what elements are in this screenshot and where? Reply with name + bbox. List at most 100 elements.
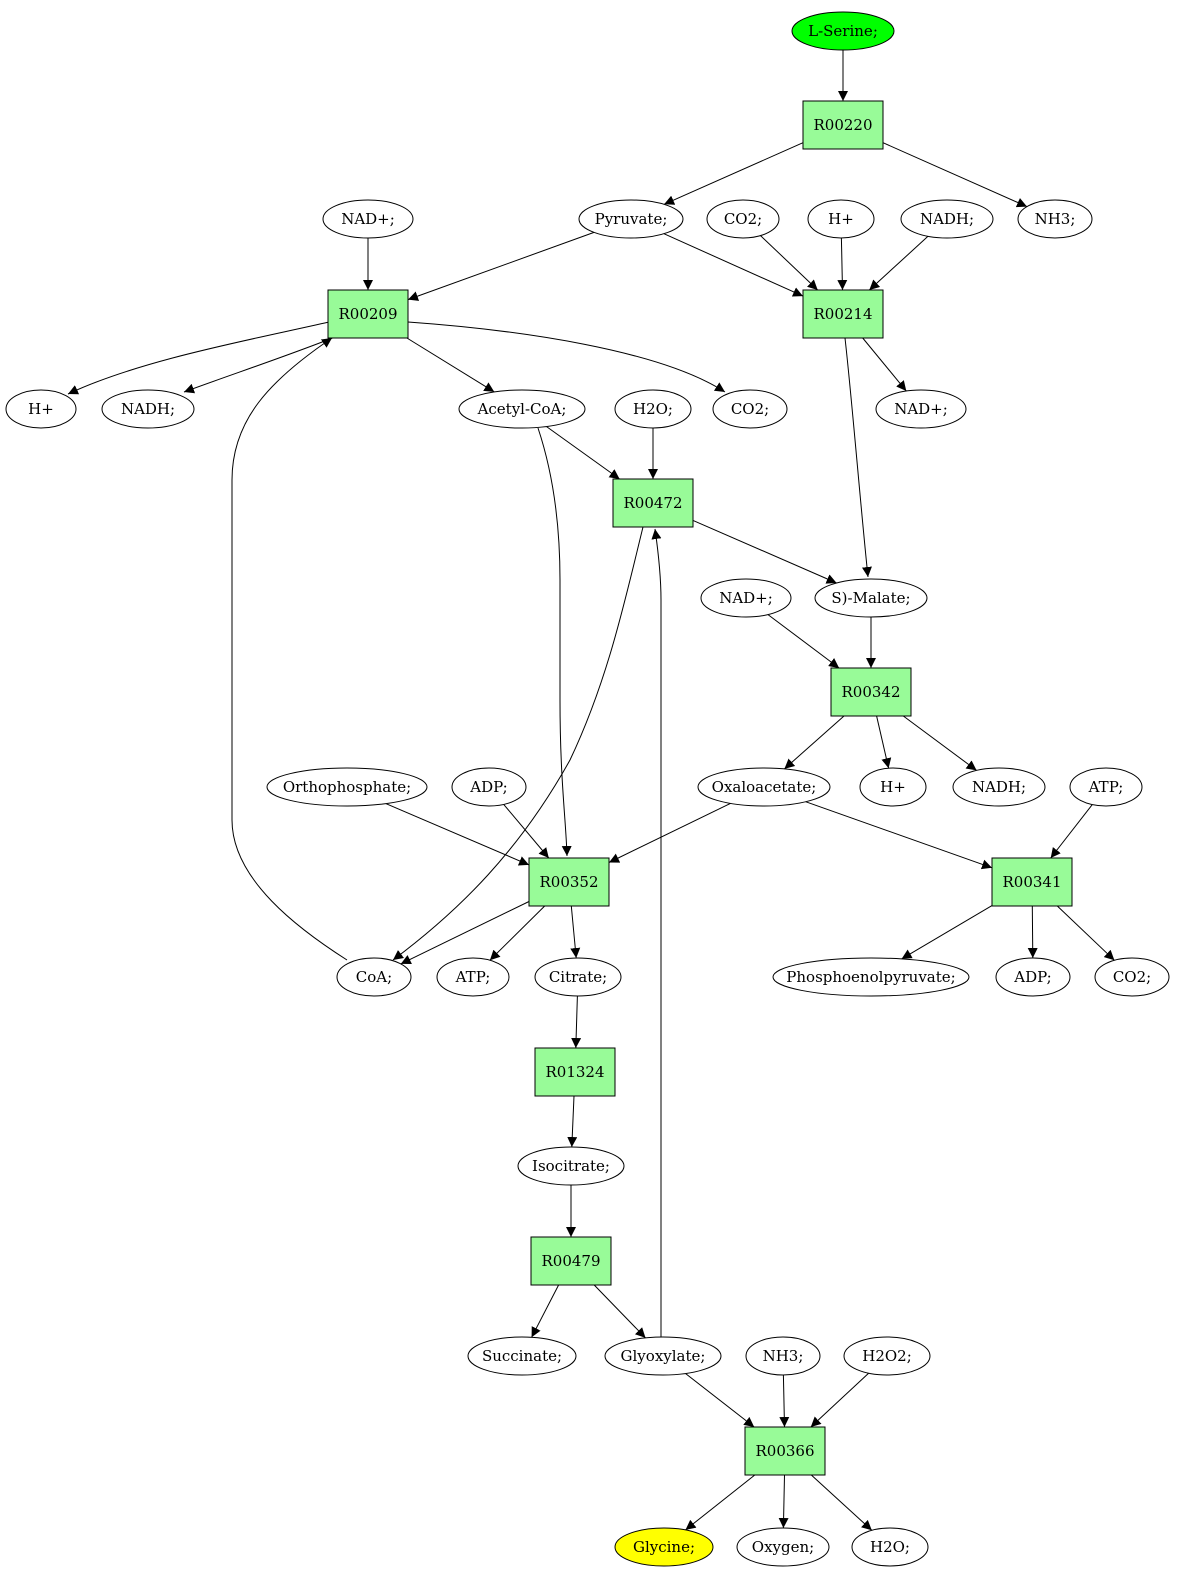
metabolite-ellipse — [700, 578, 792, 618]
node-label: S)-Malate; — [831, 589, 910, 607]
metabolite-node-orthophosphate: Orthophosphate; — [266, 767, 428, 807]
edge-r01324-to-isocitrate — [567, 1095, 578, 1148]
node-label: NAD+; — [894, 400, 948, 418]
edge-r00209-to-acetylcoa — [406, 337, 495, 393]
edge-r00209-to-hplus_b — [67, 321, 330, 395]
metabolite-node-oxaloacetate: Oxaloacetate; — [697, 767, 831, 807]
metabolite-node-isocitrate: Isocitrate; — [517, 1146, 625, 1186]
node-label: NH3; — [1035, 210, 1076, 228]
metabolite-ellipse — [745, 1336, 821, 1376]
metabolite-ellipse — [807, 199, 875, 239]
edges-layer — [67, 50, 1115, 1531]
edge-r00341-to-co2_c — [1056, 905, 1115, 961]
edge-atp_a-to-r00341 — [1050, 804, 1093, 859]
edge-r00472-to-smalate — [692, 519, 837, 584]
edge-r00220-to-pyruvate — [663, 142, 804, 205]
metabolite-node-pep: Phosphoenolpyruvate; — [772, 957, 970, 997]
metabolite-ellipse — [1094, 957, 1170, 997]
node-label: R00209 — [338, 305, 397, 323]
node-label: CoA; — [356, 968, 392, 986]
edge-r00209-to-nadh_b — [183, 336, 336, 394]
node-label: R00342 — [841, 683, 900, 701]
metabolite-ellipse — [697, 767, 831, 807]
node-label: CO2; — [724, 210, 762, 228]
edge-r00341-to-pep — [901, 905, 993, 960]
reaction-node-r00341: R00341 — [991, 857, 1073, 907]
edge-r00352-to-atp_b — [489, 905, 546, 961]
edge-nh3_b-to-r00366 — [779, 1374, 790, 1428]
metabolite-ellipse — [1017, 199, 1093, 239]
reaction-node-r00209: R00209 — [327, 289, 409, 339]
node-label: Pyruvate; — [595, 210, 668, 228]
metabolite-node-nh3_a: NH3; — [1017, 199, 1093, 239]
reaction-box — [744, 1426, 826, 1476]
node-label: Glyoxylate; — [621, 1347, 706, 1365]
node-label: Orthophosphate; — [283, 778, 411, 796]
metabolite-node-glycine: Glycine; — [614, 1527, 714, 1567]
edge-pyruvate-to-r00214 — [663, 233, 804, 297]
metabolite-ellipse — [101, 389, 195, 429]
edge-glyoxylate-to-r00472 — [651, 528, 662, 1337]
metabolite-ellipse — [604, 1336, 722, 1376]
metabolite-node-atp_b: ATP; — [436, 957, 510, 997]
edge-r00342-to-oxaloacetate — [784, 715, 845, 770]
node-label: Succinate; — [482, 1347, 562, 1365]
node-label: Oxygen; — [752, 1538, 814, 1556]
edge-r00366-to-h2o_b — [810, 1474, 873, 1531]
reaction-box — [991, 857, 1073, 907]
edge-r00479-to-succinate — [531, 1284, 560, 1338]
metabolite-node-glyoxylate: Glyoxylate; — [604, 1336, 722, 1376]
edge-r00472-to-coa — [392, 526, 644, 961]
metabolite-ellipse — [1069, 767, 1143, 807]
metabolite-node-nadplus_c: NAD+; — [700, 578, 792, 618]
edge-r00342-to-hplus_c — [876, 715, 892, 769]
reaction-node-r00342: R00342 — [830, 667, 912, 717]
reaction-box — [802, 289, 884, 339]
edge-glyoxylate-to-r00366 — [685, 1373, 755, 1428]
node-label: H+ — [28, 400, 54, 418]
edge-orthophosphate-to-r00352 — [385, 803, 530, 866]
metabolite-node-atp_a: ATP; — [1069, 767, 1143, 807]
reaction-box — [830, 667, 912, 717]
metabolite-ellipse — [5, 389, 77, 429]
metabolite-ellipse — [851, 1527, 929, 1567]
edge-coa-to-r00209 — [231, 337, 348, 961]
metabolite-ellipse — [336, 957, 412, 997]
nodes-layer: L-Serine;R00220Pyruvate;NH3;NAD+;CO2;H+N… — [5, 11, 1170, 1567]
reaction-box — [612, 478, 694, 528]
metabolite-ellipse — [322, 199, 414, 239]
edge-adp_a-to-r00352 — [503, 804, 550, 859]
node-label: NADH; — [920, 210, 974, 228]
metabolite-ellipse — [517, 1146, 625, 1186]
edge-r00479-to-glyoxylate — [593, 1284, 646, 1339]
node-label: Isocitrate; — [532, 1157, 610, 1175]
metabolite-ellipse — [843, 1336, 931, 1376]
reaction-node-r00214: R00214 — [802, 289, 884, 339]
metabolite-node-smalate: S)-Malate; — [814, 578, 928, 618]
metabolite-node-acetylcoa: Acetyl-CoA; — [458, 389, 586, 429]
metabolite-node-nadh_b: NADH; — [101, 389, 195, 429]
edge-nadh_a-to-r00214 — [868, 235, 929, 291]
node-label: CO2; — [731, 400, 769, 418]
node-label: R00352 — [539, 873, 598, 891]
node-label: ATP; — [1088, 778, 1124, 796]
metabolite-node-nadplus_b: NAD+; — [875, 389, 967, 429]
node-label: Acetyl-CoA; — [477, 400, 567, 418]
edge-r00342-to-nadh_c — [903, 715, 977, 771]
edge-nadplus_c-to-r00342 — [767, 614, 840, 669]
node-label: R00214 — [813, 305, 872, 323]
node-label: R00341 — [1002, 873, 1061, 891]
metabolite-ellipse — [534, 957, 622, 997]
node-label: NADH; — [972, 778, 1026, 796]
node-label: ATP; — [455, 968, 491, 986]
metabolite-node-co2_c: CO2; — [1094, 957, 1170, 997]
node-label: H2O; — [633, 400, 673, 418]
metabolite-node-nadh_c: NADH; — [952, 767, 1046, 807]
metabolite-node-nh3_b: NH3; — [745, 1336, 821, 1376]
reaction-box — [530, 1236, 612, 1286]
edge-r00352-to-citrate — [570, 905, 581, 959]
edge-r00220-to-nh3_a — [882, 142, 1028, 208]
metabolite-ellipse — [772, 957, 970, 997]
metabolite-ellipse — [952, 767, 1046, 807]
